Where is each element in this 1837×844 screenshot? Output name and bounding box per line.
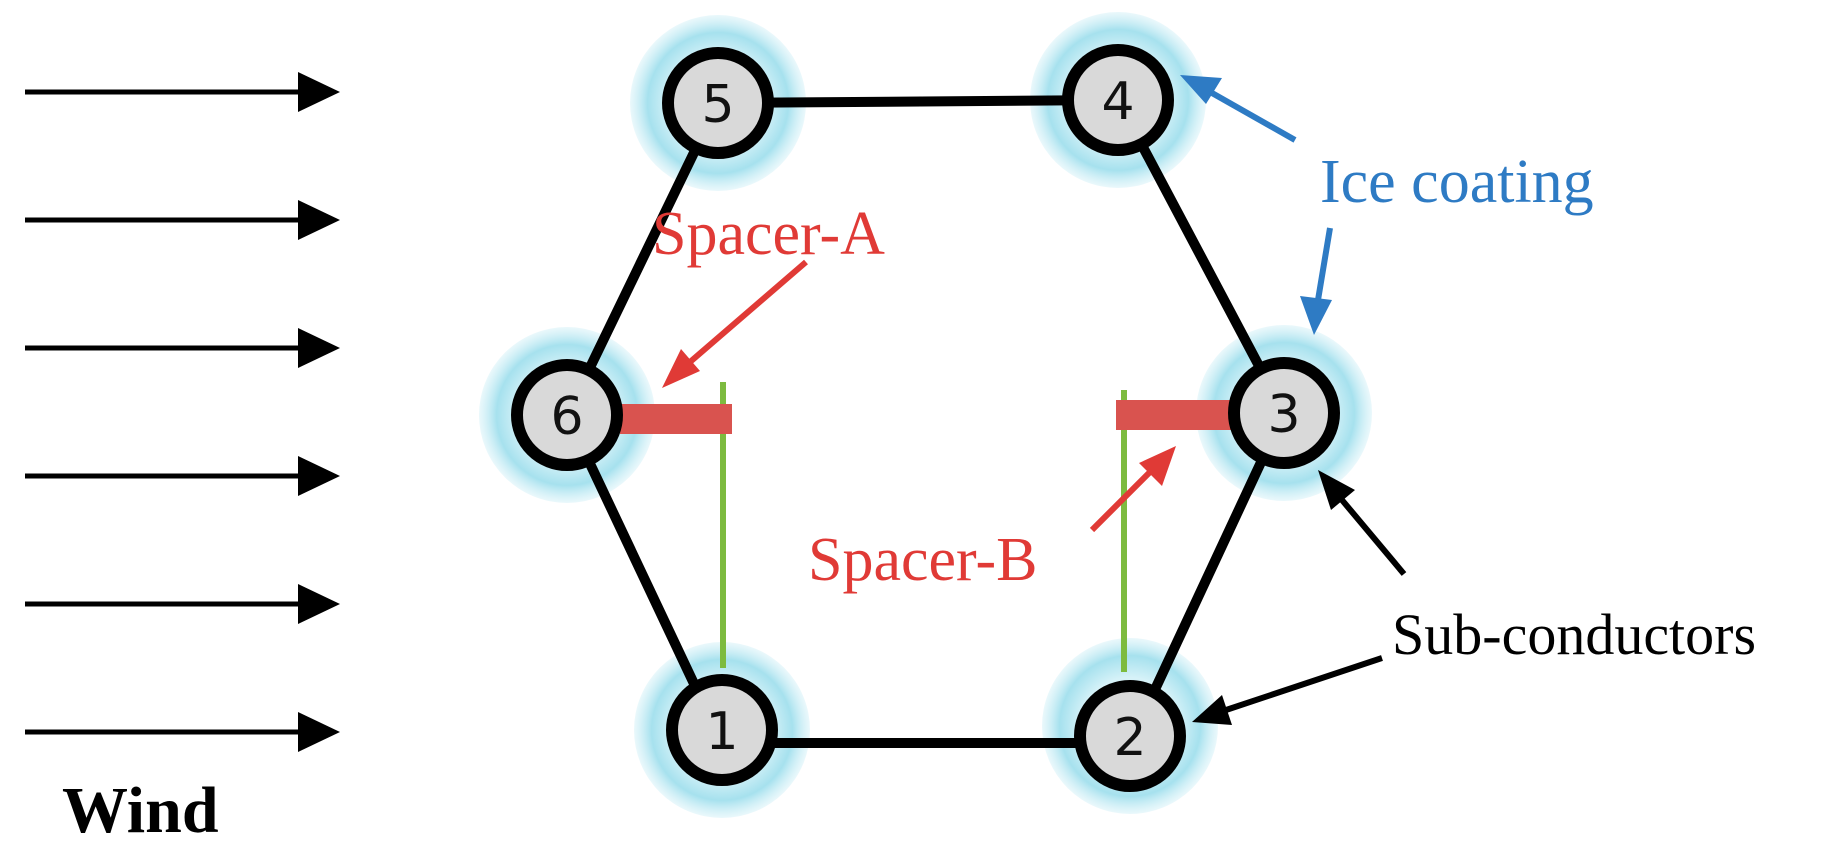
spacer-b-arrow: [1089, 446, 1176, 533]
conductor-number: 6: [550, 387, 583, 447]
conductor-number: 4: [1101, 72, 1134, 132]
spacer-a-arrow: [662, 259, 808, 388]
wind-arrow: [25, 712, 340, 752]
sub-conductors-arrows: [1192, 470, 1407, 725]
sub-conductors-label: Sub-conductors: [1392, 602, 1756, 667]
spacer-a-label: Spacer-A: [652, 200, 885, 268]
wind-arrow: [25, 72, 340, 112]
conductor-number: 1: [705, 702, 738, 762]
wind-arrow: [25, 200, 340, 240]
sub-conductor-2: 2: [1074, 680, 1186, 792]
wind-arrows: [25, 72, 340, 752]
conductor-number: 5: [701, 75, 734, 135]
conductor-number: 3: [1267, 385, 1300, 445]
wind-arrow: [25, 328, 340, 368]
wind-arrow: [25, 584, 340, 624]
spacer-b-label: Spacer-B: [808, 526, 1037, 594]
sub-conductor-5: 5: [662, 47, 774, 159]
spacer-a: [620, 404, 732, 434]
sub-conductor-6: 6: [511, 359, 623, 471]
wind-label: Wind: [62, 774, 219, 844]
ice-coating-arrows: [1180, 75, 1333, 335]
sub-conductor-3: 3: [1228, 357, 1340, 469]
sub-conductor-1: 1: [666, 674, 778, 786]
sub-conductor-4: 4: [1062, 44, 1174, 156]
spacer-b: [1116, 400, 1238, 430]
wind-arrow: [25, 456, 340, 496]
conductor-number: 2: [1113, 708, 1146, 768]
ice-coating-label: Ice coating: [1320, 148, 1594, 216]
